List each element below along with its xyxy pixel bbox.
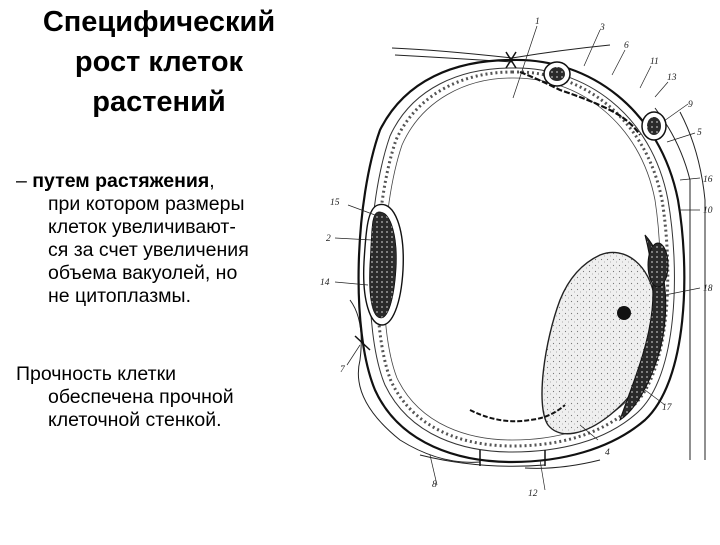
label-13: 13 xyxy=(667,73,677,83)
chloroplast-grana xyxy=(647,117,661,135)
label-14: 14 xyxy=(320,278,330,288)
plasmodesmata xyxy=(354,51,546,466)
nucleolus xyxy=(617,306,631,320)
growth-line: клеток увеличивают- xyxy=(48,216,236,238)
cytoplasm-strand xyxy=(519,70,641,136)
cell-wall-outer xyxy=(357,58,686,464)
label-6: 6 xyxy=(624,41,629,51)
growth-line: не цитоплазмы. xyxy=(48,285,191,307)
chloroplast xyxy=(647,242,669,288)
growth-line: объема вакуолей, но xyxy=(48,262,238,284)
plant-cell-diagram: 1 3 6 11 13 9 5 16 10 18 17 4 12 8 15 2 … xyxy=(320,0,720,540)
label-11: 11 xyxy=(650,57,659,67)
strength-line: клеточной стенкой. xyxy=(48,409,222,431)
chloroplast-grana xyxy=(369,211,397,319)
slide-title: Специфический рост клеток растений xyxy=(0,2,318,122)
label-10: 10 xyxy=(703,206,713,216)
strength-line: Прочность клетки xyxy=(16,363,176,385)
title-line-2: рост клеток xyxy=(74,46,244,78)
label-8: 8 xyxy=(432,480,437,490)
cytoplasm-strand xyxy=(469,404,566,423)
leader-lines xyxy=(334,25,701,491)
label-15: 15 xyxy=(330,198,340,208)
comma: , xyxy=(209,170,215,192)
label-1: 1 xyxy=(535,17,540,27)
growth-line: ся за счет увеличения xyxy=(48,239,249,261)
cell-drawing: 1 3 6 11 13 9 5 16 10 18 17 4 12 8 15 2 … xyxy=(320,17,713,499)
bold-term: путем растяжения xyxy=(32,170,210,192)
label-17: 17 xyxy=(662,403,673,413)
strength-paragraph: Прочность клетки обеспечена прочной клет… xyxy=(16,363,316,432)
dash: – xyxy=(16,170,27,192)
growth-paragraph: – путем растяжения, при котором размеры … xyxy=(16,170,316,308)
label-9: 9 xyxy=(688,100,693,110)
growth-first-line: – путем растяжения, xyxy=(16,170,316,193)
growth-line: при котором размеры xyxy=(48,193,245,215)
label-3: 3 xyxy=(599,23,605,33)
strength-line: обеспечена прочной xyxy=(48,386,234,408)
label-18: 18 xyxy=(703,284,713,294)
label-5: 5 xyxy=(697,128,702,138)
chloroplast-grana xyxy=(549,67,565,81)
cell-wall-inner xyxy=(369,67,675,453)
label-2: 2 xyxy=(326,234,331,244)
label-16: 16 xyxy=(703,175,713,185)
title-line-1: Специфический xyxy=(42,6,276,38)
label-7: 7 xyxy=(340,365,346,375)
label-12: 12 xyxy=(528,489,538,499)
label-4: 4 xyxy=(605,448,610,458)
title-line-3: растений xyxy=(92,86,226,118)
